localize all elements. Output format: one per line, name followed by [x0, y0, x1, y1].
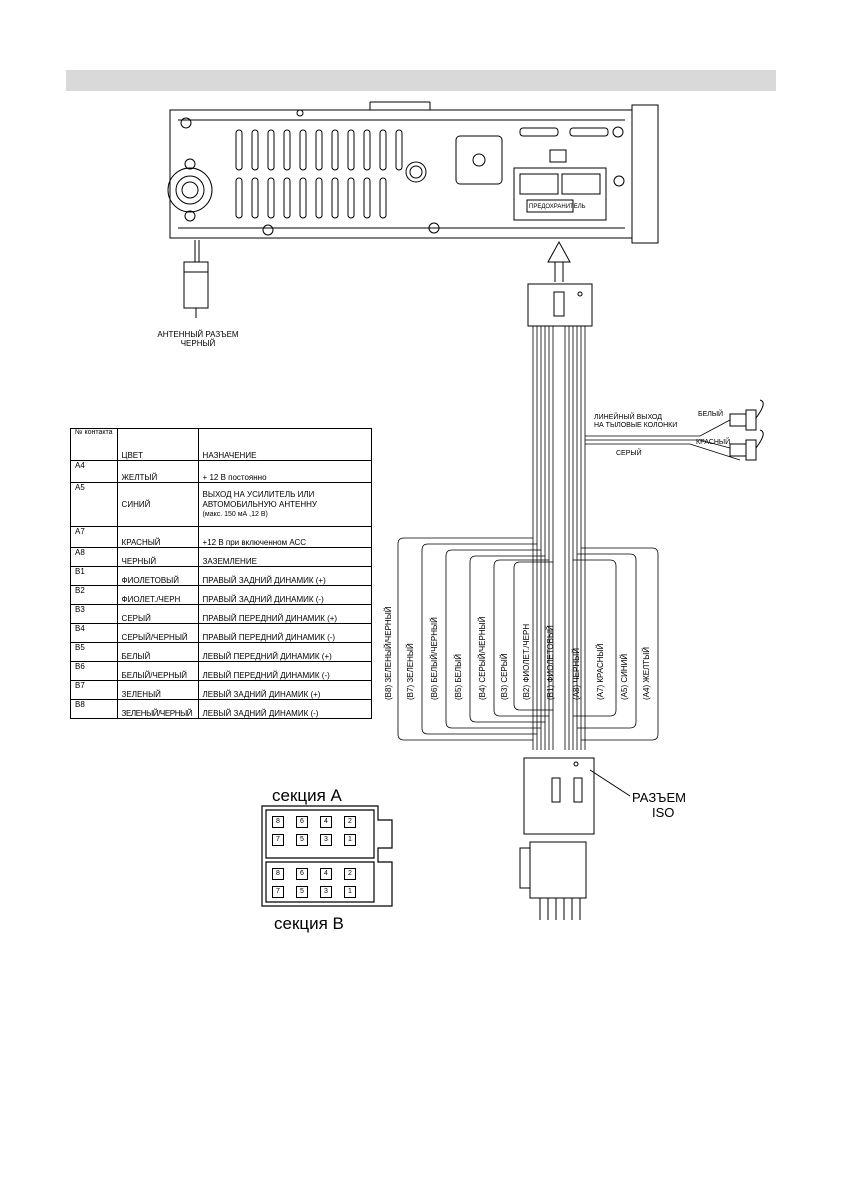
pin-a: 6	[296, 816, 308, 828]
color-cell: ЧЕРНЫЙ	[116, 547, 199, 567]
arrow-up-icon	[547, 240, 571, 282]
pin-cell: B6	[70, 661, 118, 681]
pin-b: 5	[296, 886, 308, 898]
line-out-label: ЛИНЕЙНЫЙ ВЫХОД НА ТЫЛОВЫЕ КОЛОНКИ	[594, 414, 677, 430]
color-cell: СЕРЫЙ	[116, 604, 199, 624]
color-cell: СИНИЙ	[116, 482, 199, 527]
iso-label-line1: РАЗЪЕМ	[632, 790, 686, 805]
pin-cell: B2	[70, 585, 118, 605]
pin-b: 7	[272, 886, 284, 898]
antenna-plug	[183, 240, 209, 318]
color-cell: ФИОЛЕТ./ЧЕРН	[116, 585, 199, 605]
purpose-cell: + 12 В постоянно	[197, 460, 372, 483]
pin-cell: A8	[70, 547, 118, 567]
pin-cell: B4	[70, 623, 118, 643]
wire-label: (B2) ФИОЛЕТ./ЧЕРН	[522, 623, 531, 700]
color-cell: ЖЕЛТЫЙ	[116, 460, 199, 483]
iso-connector	[519, 757, 631, 920]
purpose-cell: ПРАВЫЙ ПЕРЕДНИЙ ДИНАМИК (+)	[197, 604, 372, 624]
pin-a: 2	[344, 816, 356, 828]
wire-bundle	[397, 326, 741, 750]
pin-b: 1	[344, 886, 356, 898]
wire-label: (B5) БЕЛЫЙ	[454, 653, 463, 700]
line-out-white-label: БЕЛЫЙ	[698, 411, 724, 418]
pin-cell: A4	[70, 460, 118, 483]
line-out-label-line1: ЛИНЕЙНЫЙ ВЫХОД	[594, 414, 662, 421]
wire-label: (B7) ЗЕЛЕНЫЙ	[406, 643, 415, 700]
wire-label: (B1) ФИОЛЕТОВЫЙ	[546, 625, 555, 700]
purpose-cell: ЛЕВЫЙ ЗАДНИЙ ДИНАМИК (-)	[197, 699, 372, 719]
pin-b: 6	[296, 868, 308, 880]
pin-b: 8	[272, 868, 284, 880]
pin-cell: B7	[70, 680, 118, 700]
pin-b: 4	[320, 868, 332, 880]
purpose-cell: ПРАВЫЙ ЗАДНИЙ ДИНАМИК (-)	[197, 585, 372, 605]
wire-label: (A8) ЧЕРНЫЙ	[572, 648, 581, 700]
pin-cell: A5	[70, 482, 118, 527]
pin-table-header-color: ЦВЕТ	[116, 428, 199, 461]
color-cell: ЗЕЛЕНЫЙ/ЧЕРНЫЙ	[116, 699, 199, 719]
line-out-label-line2: НА ТЫЛОВЫЕ КОЛОНКИ	[594, 422, 678, 429]
purpose-cell: +12 В при включенном АСС	[197, 526, 372, 548]
color-cell: БЕЛЫЙ/ЧЕРНЫЙ	[116, 661, 199, 681]
wire-label: (A4) ЖЕЛТЫЙ	[642, 646, 651, 700]
wire-label: (B8) ЗЕЛЕНЫЙ/ЧЕРНЫЙ	[384, 606, 393, 700]
purpose-cell: ЛЕВЫЙ ПЕРЕДНИЙ ДИНАМИК (-)	[197, 661, 372, 681]
wire-label: (A5) СИНИЙ	[620, 653, 629, 700]
purpose-cell: ЛЕВЫЙ ПЕРЕДНИЙ ДИНАМИК (+)	[197, 642, 372, 662]
line-out-red-label: КРАСНЫЙ	[696, 439, 731, 446]
color-cell: ФИОЛЕТОВЫЙ	[116, 566, 199, 586]
wire-label: (A7) КРАСНЫЙ	[596, 643, 605, 700]
pin-cell: B8	[70, 699, 118, 719]
line-out-gray-label: СЕРЫЙ	[616, 450, 642, 457]
purpose-cell: ЛЕВЫЙ ЗАДНИЙ ДИНАМИК (+)	[197, 680, 372, 700]
pin-a: 4	[320, 816, 332, 828]
pin-b: 2	[344, 868, 356, 880]
header-bar	[66, 70, 776, 91]
antenna-label-line2: ЧЕРНЫЙ	[180, 339, 216, 348]
pin-b: 3	[320, 886, 332, 898]
pin-table: № контакта ЦВЕТ НАЗНАЧЕНИЕ A4 ЖЕЛТЫЙ + 1…	[70, 428, 372, 719]
section-connector-outline	[261, 805, 393, 907]
pin-table-header-pin: № контакта	[70, 428, 118, 461]
section-a-pins: 8 6 4 2 7 5 3 1	[272, 816, 368, 846]
pin-a: 1	[344, 834, 356, 846]
antenna-label: АНТЕННЫЙ РАЗЪЕМ ЧЕРНЫЙ	[148, 330, 248, 348]
purpose-cell: ПРАВЫЙ ЗАДНИЙ ДИНАМИК (+)	[197, 566, 372, 586]
purpose-cell: ЗАЗЕМЛЕНИЕ	[197, 547, 372, 567]
purpose-cell: ПРАВЫЙ ПЕРЕДНИЙ ДИНАМИК (-)	[197, 623, 372, 643]
color-cell: КРАСНЫЙ	[116, 526, 199, 548]
purpose-cell: ВЫХОД НА УСИЛИТЕЛЬ ИЛИ АВТОМОБИЛЬНУЮ АНТ…	[197, 482, 372, 527]
vent-slots	[235, 129, 403, 219]
harness-plug	[527, 283, 593, 327]
pin-a: 8	[272, 816, 284, 828]
section-a-title: секция А	[272, 786, 342, 805]
purpose-text: ВЫХОД НА УСИЛИТЕЛЬ ИЛИ АВТОМОБИЛЬНУЮ АНТ…	[202, 489, 317, 509]
pin-a: 5	[296, 834, 308, 846]
purpose-note: (макс. 150 мА ,12 В)	[202, 510, 268, 518]
iso-label-line2: ISO	[652, 805, 675, 820]
section-b-title: секция В	[274, 914, 344, 933]
fuse-label: ПРЕДОХРАНИТЕЛЬ	[529, 204, 586, 210]
iso-label: РАЗЪЕМ ISO	[632, 790, 686, 820]
head-unit-chassis	[167, 101, 659, 244]
wire-label: (B4) СЕРЫЙ/ЧЕРНЫЙ	[478, 616, 487, 700]
antenna-label-line1: АНТЕННЫЙ РАЗЪЕМ	[157, 330, 239, 339]
section-b-pins: 8 6 4 2 7 5 3 1	[272, 868, 368, 898]
color-cell: СЕРЫЙ/ЧЕРНЫЙ	[116, 623, 199, 643]
pin-a: 3	[320, 834, 332, 846]
pin-cell: B5	[70, 642, 118, 662]
wire-label: (B6) БЕЛЫЙ/ЧЕРНЫЙ	[430, 617, 439, 700]
pin-table-header-purpose: НАЗНАЧЕНИЕ	[197, 428, 372, 461]
pin-cell: A7	[70, 526, 118, 548]
pin-cell: B1	[70, 566, 118, 586]
wire-label: (B3) СЕРЫЙ	[500, 653, 509, 700]
pin-a: 7	[272, 834, 284, 846]
pin-cell: B3	[70, 604, 118, 624]
color-cell: ЗЕЛЕНЫЙ	[116, 680, 199, 700]
color-cell: БЕЛЫЙ	[116, 642, 199, 662]
rca-plugs	[729, 399, 764, 461]
